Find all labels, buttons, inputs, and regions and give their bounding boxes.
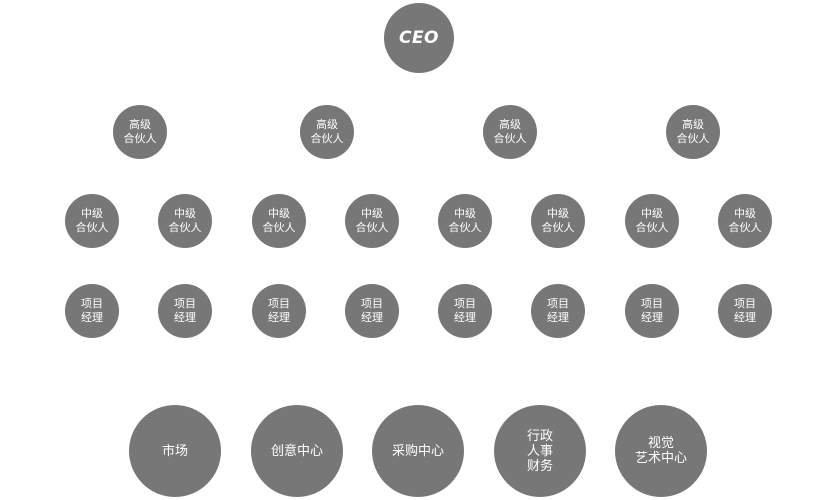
mid-partner-label-line: 中级 bbox=[268, 207, 290, 220]
project-manager-label-line: 项目 bbox=[454, 297, 476, 310]
project-manager-node: 项目经理 bbox=[438, 284, 492, 338]
project-manager-label-line: 项目 bbox=[734, 297, 756, 310]
project-manager-node: 项目经理 bbox=[718, 284, 772, 338]
mid-partner-label-line: 中级 bbox=[361, 207, 383, 220]
project-manager-label-line: 经理 bbox=[174, 311, 196, 324]
mid-partner-label-line: 中级 bbox=[734, 207, 756, 220]
project-manager-label-line: 项目 bbox=[361, 297, 383, 310]
department-label-line: 行政 bbox=[526, 428, 553, 444]
project-manager-label-line: 经理 bbox=[547, 311, 569, 324]
mid-partner-node: 中级合伙人 bbox=[252, 194, 306, 248]
senior-partner-node: 高级合伙人 bbox=[300, 105, 354, 159]
department-node: 视觉艺术中心 bbox=[615, 405, 707, 497]
mid-partner-node: 中级合伙人 bbox=[438, 194, 492, 248]
project-manager-node: 项目经理 bbox=[531, 284, 585, 338]
project-manager-label-line: 项目 bbox=[81, 297, 103, 310]
senior-partner-label-line: 合伙人 bbox=[123, 132, 157, 145]
mid-partner-label-line: 合伙人 bbox=[262, 221, 296, 234]
department-label-line: 艺术中心 bbox=[634, 451, 687, 466]
senior-partner-node: 高级合伙人 bbox=[666, 105, 720, 159]
senior-partner-label-line: 合伙人 bbox=[676, 132, 710, 145]
mid-partner-label-line: 合伙人 bbox=[541, 221, 575, 234]
department-node: 采购中心 bbox=[372, 405, 464, 497]
mid-partner-node: 中级合伙人 bbox=[345, 194, 399, 248]
mid-partner-label-line: 合伙人 bbox=[635, 221, 669, 234]
project-manager-label-line: 经理 bbox=[268, 311, 290, 324]
mid-partner-node: 中级合伙人 bbox=[718, 194, 772, 248]
department-node: 行政人事财务 bbox=[494, 405, 586, 497]
project-manager-node: 项目经理 bbox=[65, 284, 119, 338]
mid-partner-node: 中级合伙人 bbox=[531, 194, 585, 248]
project-manager-label-line: 经理 bbox=[734, 311, 756, 324]
department-label-line: 财务 bbox=[526, 458, 553, 474]
project-manager-label-line: 经理 bbox=[454, 311, 476, 324]
senior-partner-label-line: 合伙人 bbox=[493, 132, 527, 145]
mid-partner-label-line: 中级 bbox=[81, 207, 103, 220]
senior-partner-label-line: 合伙人 bbox=[310, 132, 344, 145]
project-manager-node: 项目经理 bbox=[252, 284, 306, 338]
senior-partner-label-line: 高级 bbox=[129, 118, 151, 131]
project-manager-label-line: 经理 bbox=[641, 311, 663, 324]
mid-partner-label-line: 中级 bbox=[641, 207, 663, 220]
department-node: 创意中心 bbox=[251, 405, 343, 497]
department-node: 市场 bbox=[129, 405, 221, 497]
department-label-line: 市场 bbox=[161, 443, 188, 459]
project-manager-node: 项目经理 bbox=[345, 284, 399, 338]
mid-partner-node: 中级合伙人 bbox=[65, 194, 119, 248]
senior-partner-label-line: 高级 bbox=[316, 118, 338, 131]
mid-partner-node: 中级合伙人 bbox=[625, 194, 679, 248]
project-manager-label-line: 经理 bbox=[361, 311, 383, 324]
department-label-line: 人事 bbox=[526, 443, 553, 459]
mid-partner-label-line: 合伙人 bbox=[168, 221, 202, 234]
senior-partner-label-line: 高级 bbox=[499, 118, 521, 131]
project-manager-label-line: 经理 bbox=[81, 311, 103, 324]
mid-partner-label-line: 合伙人 bbox=[355, 221, 389, 234]
department-label-line: 视觉 bbox=[647, 436, 674, 451]
department-label-line: 创意中心 bbox=[270, 443, 323, 459]
senior-partner-node: 高级合伙人 bbox=[483, 105, 537, 159]
department-label-line: 采购中心 bbox=[391, 443, 444, 459]
project-manager-label-line: 项目 bbox=[641, 297, 663, 310]
senior-partner-node: 高级合伙人 bbox=[113, 105, 167, 159]
project-manager-label-line: 项目 bbox=[547, 297, 569, 310]
mid-partner-label-line: 合伙人 bbox=[728, 221, 762, 234]
project-manager-label-line: 项目 bbox=[268, 297, 290, 310]
mid-partner-label-line: 合伙人 bbox=[75, 221, 109, 234]
senior-partner-label-line: 高级 bbox=[682, 118, 704, 131]
project-manager-node: 项目经理 bbox=[158, 284, 212, 338]
mid-partner-label-line: 中级 bbox=[174, 207, 196, 220]
project-manager-label-line: 项目 bbox=[174, 297, 196, 310]
project-manager-node: 项目经理 bbox=[625, 284, 679, 338]
mid-partner-label-line: 合伙人 bbox=[448, 221, 482, 234]
ceo-label: CEO bbox=[398, 28, 440, 48]
ceo-node: CEO bbox=[384, 3, 454, 73]
mid-partner-node: 中级合伙人 bbox=[158, 194, 212, 248]
mid-partner-label-line: 中级 bbox=[454, 207, 476, 220]
mid-partner-label-line: 中级 bbox=[547, 207, 569, 220]
